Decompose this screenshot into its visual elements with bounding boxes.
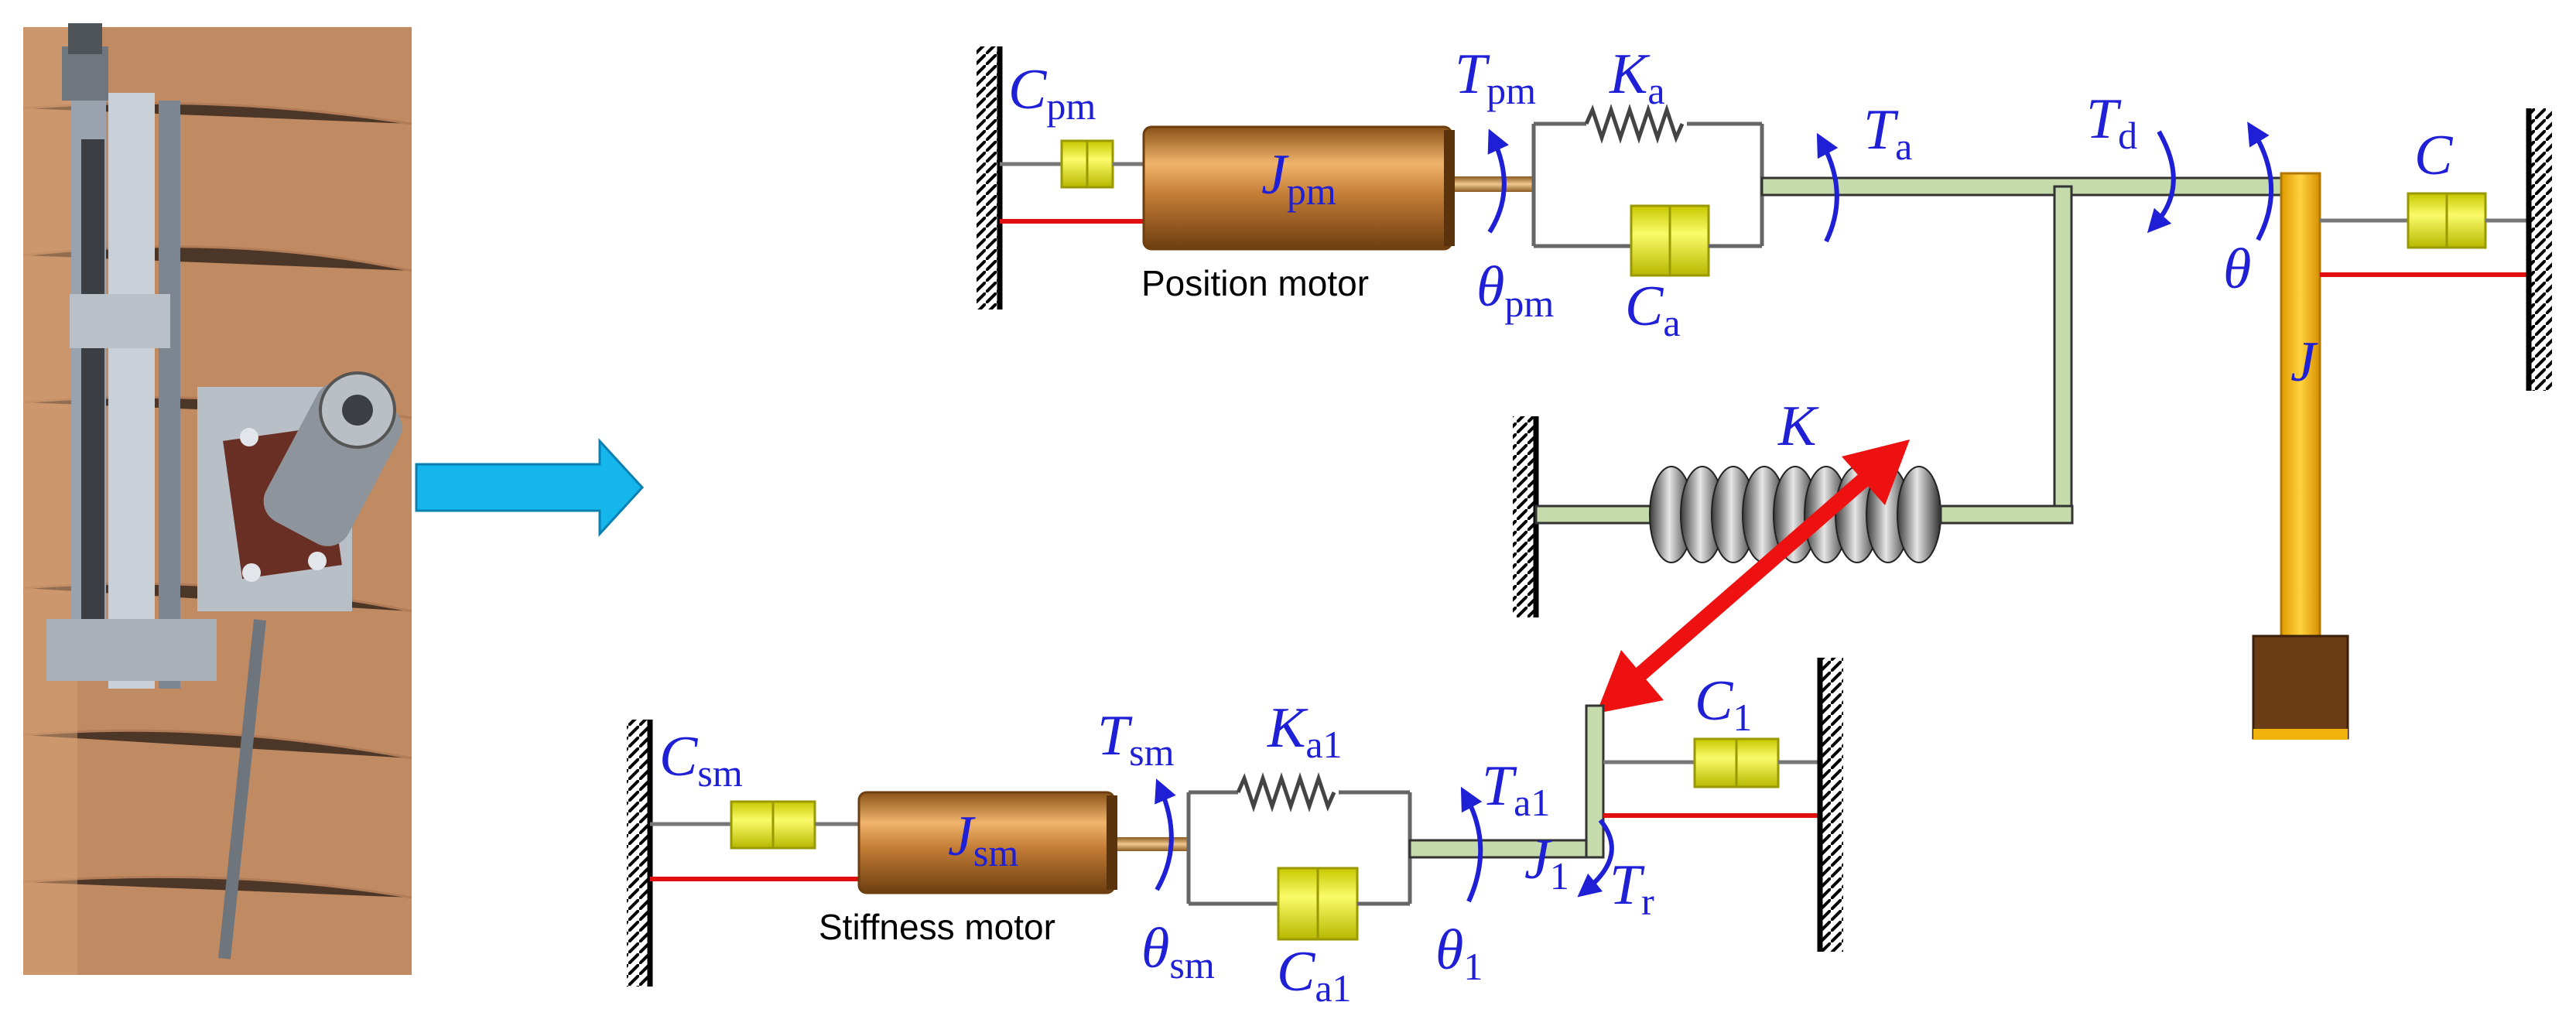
damper-ca1 [1277,867,1359,941]
sym-k-a1: Ka1 [1267,696,1343,766]
lever-j1 [1585,704,1605,859]
sym-theta-1: θ1 [1435,918,1483,988]
sym-t-a1: Ta1 [1482,754,1550,824]
stiffness-motor-chain [627,658,1843,987]
torque-arrow-tr [1577,819,1614,898]
sym-c-a1: Ca1 [1277,940,1352,1010]
stiffness-motor-body [857,791,1117,894]
position-motor-label: Position motor [1141,263,1369,303]
sym-j: J [2290,330,2318,394]
spring-ka [1584,104,1685,144]
ground-right [2526,108,2552,391]
stiffness-adjust-arrow [1596,439,1910,713]
device-photo [22,23,412,975]
sym-j-sm: Jsm [948,805,1018,874]
sym-t-a: Ta [1863,98,1912,168]
torque-arrow-tpm [1487,128,1509,234]
sym-c-1: C1 [1695,669,1752,739]
sym-k: K [1777,395,1819,458]
damper-ca [1630,204,1710,277]
sym-c-pm: Cpm [1008,58,1096,128]
torque-arrow-tsm [1155,778,1176,891]
output-link [2252,108,2552,740]
sym-t-sm: Tsm [1097,704,1175,774]
sym-t-r: Tr [1610,853,1654,923]
sym-j-pm: Jpm [1261,143,1336,213]
sym-theta: θ [2223,238,2251,301]
transition-arrow [415,438,645,537]
ground-bottom-left [627,720,653,987]
damper-c1 [1693,737,1780,788]
torque-arrow-ta1 [1460,786,1483,903]
torque-arrow-ta [1816,132,1839,243]
output-shaft-top [1760,176,2309,197]
ground-middle [1513,416,1539,617]
stiffness-motor-label: Stiffness motor [819,907,1055,947]
sym-j-1: J1 [1524,828,1569,898]
damper-cpm [1060,139,1114,189]
damper-c [2407,192,2487,249]
damper-csm [730,800,816,850]
sym-c: C [2414,124,2454,187]
sym-c-a: Ca [1625,275,1681,344]
spring-ka1 [1236,772,1336,812]
ground-top-left [977,46,1003,310]
sym-theta-pm: θpm [1476,255,1554,325]
sym-theta-sm: θsm [1141,917,1215,987]
sym-k-a: Ka [1609,43,1665,112]
position-motor-body [1142,125,1455,251]
position-motor-chain [977,46,2309,522]
sym-t-d: Td [2086,87,2137,157]
rotation-arrow-theta [2247,121,2274,241]
torque-arrow-td [2147,130,2176,234]
sym-t-pm: Tpm [1455,43,1536,112]
variable-spring-k [1513,416,2074,713]
sym-c-sm: Csm [659,725,743,795]
ground-bottom-right [1817,658,1843,952]
